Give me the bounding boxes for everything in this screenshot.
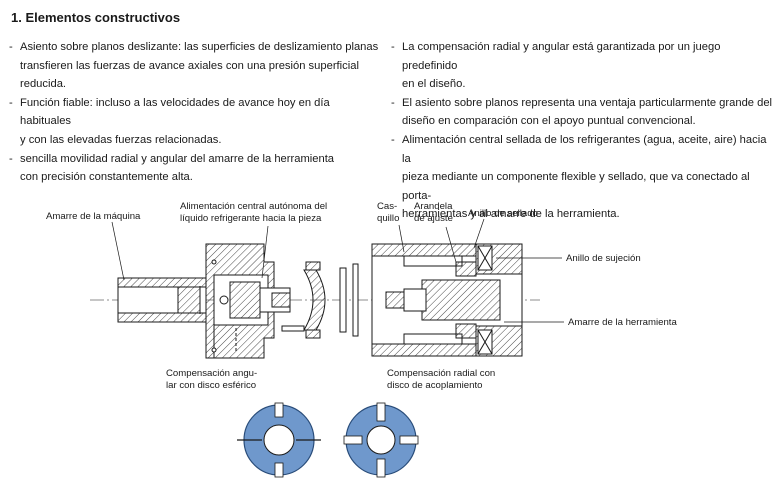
tool-holder-body bbox=[371, 243, 523, 357]
bullet-line: reducida. bbox=[20, 78, 67, 91]
label-coolant-feed-line2: líquido refrigerante hacia la pieza bbox=[180, 213, 322, 224]
bullet-line: El asiento sobre planos representa una v… bbox=[402, 96, 773, 109]
label-radial-compensation-line1: Compensación radial con bbox=[387, 368, 495, 379]
spherical-disc-front-view bbox=[237, 402, 321, 478]
label-washer-line1: Arandela bbox=[414, 201, 453, 212]
bullet-line: La compensación radial y angular está ga… bbox=[402, 41, 721, 72]
bullet-line: herramientas y al amarre de la herramien… bbox=[402, 208, 620, 221]
bullet-item: - Alimentación central sellada de los re… bbox=[391, 131, 776, 224]
bullet-marker: - bbox=[391, 133, 395, 146]
bullet-marker: - bbox=[9, 41, 13, 53]
bullet-line: sencilla movilidad radial y angular del … bbox=[20, 152, 335, 165]
label-coolant-feed-line1: Alimentación central autónoma del bbox=[180, 201, 327, 212]
label-machine-clamp: Amarre de la máquina bbox=[46, 211, 141, 222]
label-angular-compensation-line1: Compensación angu- bbox=[166, 368, 257, 379]
bullet-line: Función fiable: incluso a las velocidade… bbox=[20, 96, 330, 128]
bullet-line: pieza mediante un componente flexible y … bbox=[402, 171, 750, 202]
bullet-line: en el diseño. bbox=[402, 78, 466, 91]
bullet-item: - Función fiable: incluso a las velocida… bbox=[9, 94, 379, 150]
bullet-item: - El asiento sobre planos representa una… bbox=[391, 94, 776, 131]
section-title: 1. Elementos constructivos bbox=[11, 10, 181, 25]
spherical-disc bbox=[281, 261, 326, 339]
label-bushing-line1: Cas- bbox=[377, 201, 397, 212]
label-tool-clamp: Amarre de la herramienta bbox=[568, 317, 677, 328]
bullet-line: con precisión constantemente alta. bbox=[20, 171, 193, 184]
leader-lines bbox=[111, 218, 564, 323]
label-angular-compensation-line2: lar con disco esférico bbox=[166, 380, 256, 391]
bullet-item: - sencilla movilidad radial y angular de… bbox=[9, 150, 379, 187]
bullet-line: transfieren las fuerzas de avance axiale… bbox=[20, 59, 359, 72]
bullet-marker: - bbox=[9, 152, 13, 165]
bullet-marker: - bbox=[391, 96, 395, 109]
bullet-marker: - bbox=[391, 41, 395, 53]
left-bullet-list: - Asiento sobre planos deslizante: las s… bbox=[9, 38, 379, 187]
label-washer-line2: de ajuste bbox=[414, 213, 453, 224]
label-radial-compensation-line2: disco de acoplamiento bbox=[387, 380, 482, 391]
bullet-item: - La compensación radial y angular está … bbox=[391, 38, 776, 94]
right-bullet-list: - La compensación radial y angular está … bbox=[391, 38, 776, 224]
label-clamping-ring: Anillo de sujeción bbox=[566, 253, 641, 264]
bullet-marker: - bbox=[9, 96, 13, 109]
bullet-line: Asiento sobre planos deslizante: las sup… bbox=[20, 41, 379, 53]
bullet-line: y con las elevadas fuerzas relacionadas. bbox=[20, 133, 222, 146]
coupling-disc-front-view bbox=[343, 402, 419, 478]
label-bushing-line2: quillo bbox=[377, 213, 399, 224]
machine-holder-body bbox=[117, 243, 291, 359]
bullet-line: diseño en comparación con el apoyo puntu… bbox=[402, 115, 696, 128]
bullet-line: Alimentación central sellada de los refr… bbox=[402, 133, 767, 165]
bullet-item: - Asiento sobre planos deslizante: las s… bbox=[9, 38, 379, 94]
tool-holder-diagram: Amarre de la máquina Alimentación centra… bbox=[46, 201, 677, 478]
label-seal-ring: Anillo de sellado bbox=[468, 208, 538, 219]
